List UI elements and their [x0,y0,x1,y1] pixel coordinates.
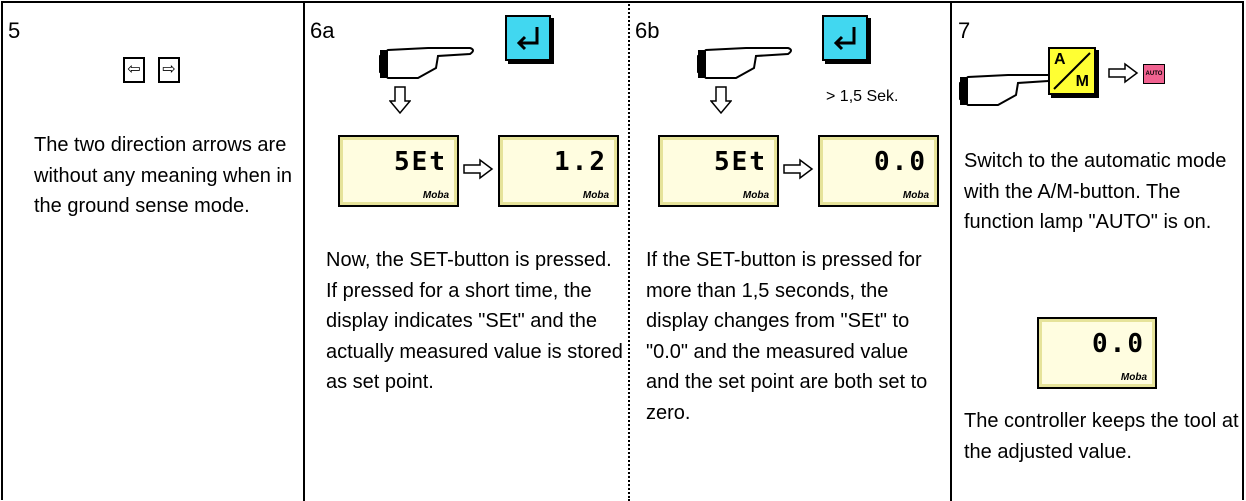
hold-duration-note: > 1,5 Sek. [826,88,899,105]
col6a-description: Now, the SET-button is pressed. If press… [326,249,623,393]
col7-result: The controller keeps the tool at the adj… [964,410,1239,463]
step-7: 7 [958,18,971,43]
brand-label: Moba [1120,372,1147,383]
hand-pointer-icon [697,47,792,79]
lcd-value: 5Et [714,147,767,177]
direction-arrow-right-icon: ⇨ [158,57,180,83]
am-key-label: A [1054,51,1066,68]
col7-description: Switch to the automatic mode with the A/… [964,150,1227,233]
brand-label: Moba [422,190,449,201]
enter-key-icon [822,15,868,61]
col5-description: The two direction arrows are without any… [34,134,292,217]
arrow-right-icon [463,158,494,180]
auto-lamp: AUTO [1143,64,1165,84]
lcd-display: 1.2 Moba [498,135,619,207]
lcd-display: 5Et Moba [338,135,459,207]
column-divider [950,1,952,501]
column-divider [303,1,305,501]
step-6a: 6a [310,18,335,43]
hand-pointer-icon [959,74,1052,106]
brand-label: Moba [902,190,929,201]
col6b-description: If the SET-button is pressed for more th… [646,249,928,424]
lcd-display: 0.0 Moba [818,135,939,207]
column-divider-dotted [628,1,630,501]
arrow-right-icon [783,158,814,180]
lcd-value: 5Et [394,147,447,177]
lcd-value: 1.2 [554,147,607,177]
lcd-display: 5Et Moba [658,135,779,207]
step-5: 5 [8,18,21,43]
lcd-display: 0.0 Moba [1037,317,1157,389]
arrow-right-icon [1108,62,1139,84]
direction-arrow-left-icon: ⇦ [123,57,145,83]
brand-label: Moba [582,190,609,201]
am-key-label-m: M [1075,73,1089,90]
hand-pointer-icon [379,47,474,79]
lcd-value: 0.0 [1092,329,1145,359]
brand-label: Moba [742,190,769,201]
arrow-down-icon [710,86,732,115]
step-6b: 6b [635,18,660,43]
am-key-icon: A M [1048,47,1096,95]
enter-key-icon [505,15,551,61]
lcd-value: 0.0 [874,147,927,177]
arrow-down-icon [389,86,411,115]
